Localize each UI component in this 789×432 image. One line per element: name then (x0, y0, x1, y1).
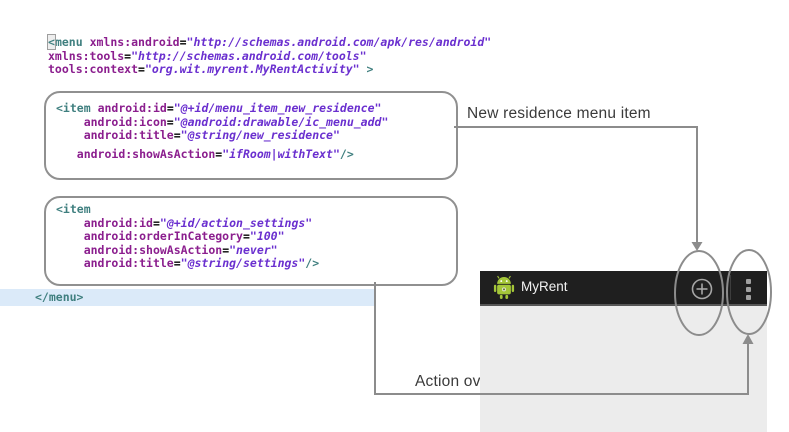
app-content-area (480, 306, 767, 432)
code-line: xmlns:tools="http://schemas.android.com/… (48, 48, 367, 63)
arrowhead-down-icon (691, 242, 703, 251)
code-line: android:orderInCategory="100" (83, 229, 285, 243)
code-line: </menu> (35, 290, 84, 304)
code-line: android:id="@+id/action_settings" (83, 215, 313, 230)
code-line: android:title="@string/settings"/> (83, 256, 320, 270)
app-title: MyRent (521, 279, 568, 294)
code-line: android:showAsAction="never" (83, 242, 278, 257)
code-line: <item android:id="@+id/menu_item_new_res… (56, 101, 382, 115)
code-line: android:showAsAction="ifRoom|withText"/> (76, 146, 354, 161)
code-line: tools:context="org.wit.myrent.MyRentActi… (48, 62, 374, 76)
xml-item-new-residence-code: <item android:id="@+id/menu_item_new_res… (56, 101, 389, 161)
xml-item-settings-code: <item android:id="@+id/action_settings" … (56, 202, 320, 271)
add-menu-item-button[interactable] (686, 273, 718, 303)
xml-menu-close-code: </menu> (35, 290, 84, 305)
xml-menu-header-code: <menu xmlns:android="http://schemas.andr… (47, 34, 492, 77)
code-line: <item (56, 202, 91, 216)
code-annotation-box-new-residence: <item android:id="@+id/menu_item_new_res… (44, 91, 458, 180)
new-residence-annotation-label: New residence menu item (467, 105, 651, 122)
code-line: android:title="@string/new_residence" (83, 128, 340, 142)
code-line: android:icon="@android:drawable/ic_menu_… (83, 114, 389, 129)
android-robot-icon (493, 275, 515, 305)
editor-current-line-highlight: </menu> (0, 289, 375, 306)
code-annotation-box-settings: <item android:id="@+id/action_settings" … (44, 196, 458, 286)
android-app-screenshot: MyRent (480, 271, 767, 432)
actionbar-divider (730, 275, 731, 300)
connector-line-new-residence (454, 126, 698, 242)
action-bar: MyRent (480, 271, 767, 306)
vertical-ellipsis-icon (746, 279, 751, 284)
code-line: <menu xmlns:android="http://schemas.andr… (47, 34, 492, 50)
action-overflow-button[interactable] (738, 273, 760, 303)
